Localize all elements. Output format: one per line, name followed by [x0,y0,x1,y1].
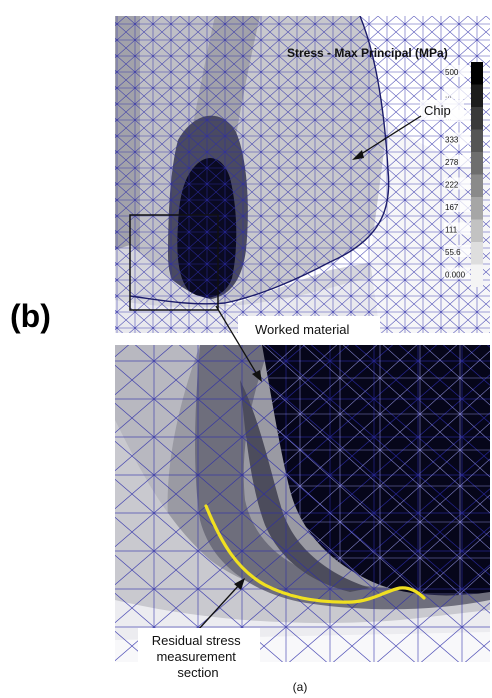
legend-swatch [471,84,483,107]
legend-swatch [471,219,483,242]
legend-swatch [471,174,483,197]
chip-label: Chip [424,103,451,118]
measurement-curve [204,504,426,604]
legend-swatch [471,197,483,220]
figure-caption: (a) [293,680,308,694]
bottom-zoom-panel [115,345,490,662]
legend-value: 333 [445,136,459,145]
legend-value: 278 [445,158,459,167]
zoom-region-box [129,214,219,311]
legend-value: 500 [445,68,459,77]
legend-value: 0.000 [445,271,466,280]
legend-swatch [471,129,483,152]
residual-arrow [197,578,245,631]
legend-swatch [471,107,483,130]
worked-material-label: Worked material [255,322,350,337]
zoom-connector-arrow [215,305,262,382]
residual-label-line2: measurement [156,649,236,664]
legend-swatch [471,152,483,175]
top-stress-panel [115,16,490,333]
legend-value: 222 [445,181,459,190]
residual-label-line3: section [177,665,218,680]
legend-value: 55.6 [445,248,461,257]
legend-swatch [471,242,483,265]
legend-swatch [471,62,483,85]
legend-swatch [471,264,483,287]
side-label: (b) [10,298,51,334]
svg-text:Residual stress measuremen: Residual stress measurement section [152,633,245,680]
chip-arrow [352,115,422,160]
residual-label-line1: Residual stress [152,633,241,648]
stress-title: Stress - Max Principal (MPa) [287,46,448,60]
legend-value: 167 [445,203,459,212]
legend-value: 111 [445,226,458,235]
legend-value: ... [445,91,452,100]
